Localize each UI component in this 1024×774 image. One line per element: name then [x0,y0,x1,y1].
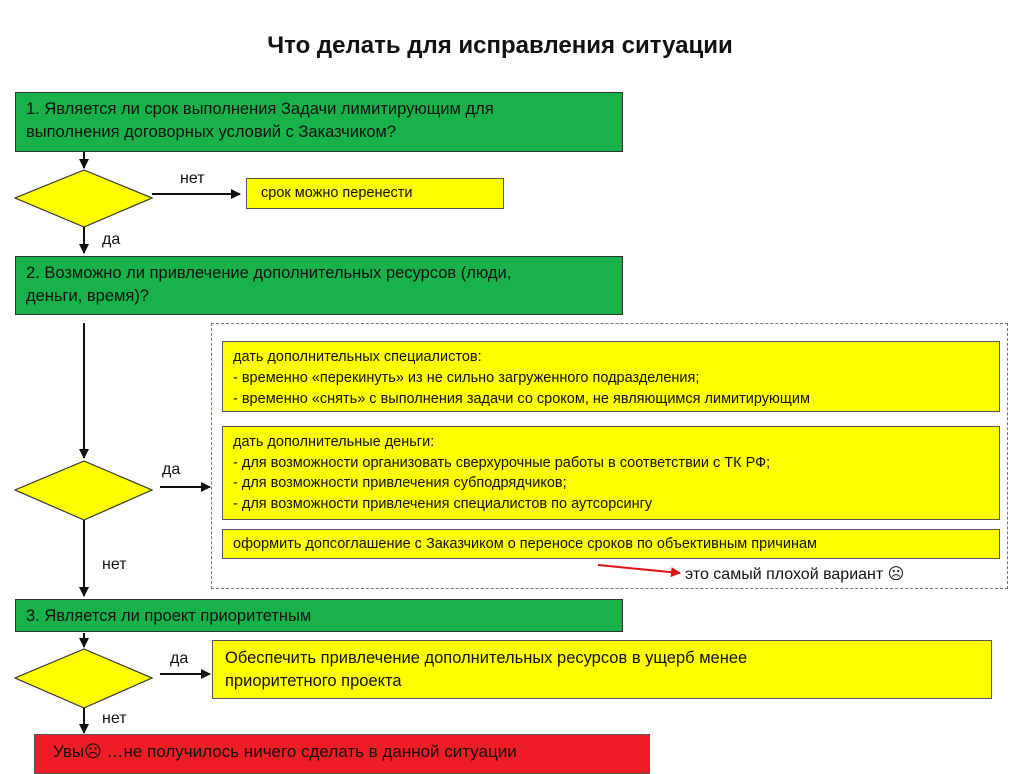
q1-yes-label: да [102,231,121,248]
option-money-line-2: - для возможности организовать сверхуроч… [233,454,771,471]
q1-no-action-text: срок можно перенести [261,185,413,201]
option-money-line-3: - для возможности привлечения субподрядч… [233,475,567,491]
question-3-text: 3. Является ли проект приоритетным [26,607,312,625]
question-1-line-2: выполнения договорных условий с Заказчик… [26,123,397,141]
option-money-line-4: - для возможности привлечения специалист… [233,495,653,512]
question-2-line-2: деньги, время)? [26,287,149,305]
question-2-line-1: 2. Возможно ли привлечение дополнительны… [26,264,512,282]
decision-diamond-1 [13,169,154,228]
final-fail-text: Увы☹ …не получилось ничего сделать в дан… [53,742,517,761]
option-specialists-line-2: - временно «перекинуть» из не сильно заг… [233,370,700,386]
q1-no-action-box: срок можно перенести [246,178,504,209]
decision-diamond-2 [13,460,154,521]
question-2-box: 2. Возможно ли привлечение дополнительны… [15,256,623,315]
q3-yes-label: да [170,650,189,667]
decision-diamond-3 [13,648,154,709]
q2-yes-label: да [162,461,181,478]
final-fail-box: Увы☹ …не получилось ничего сделать в дан… [34,734,650,774]
question-1-box: 1. Является ли срок выполнения Задачи ли… [15,92,623,152]
q2-option-agreement: оформить допсоглашение с Заказчиком о пе… [222,529,1000,559]
q1-no-label: нет [180,170,205,187]
question-3-box: 3. Является ли проект приоритетным [15,599,623,632]
worst-option-note: это самый плохой вариант ☹ [685,566,905,583]
q3-no-label: нет [102,710,127,727]
option-specialists-line-3: - временно «снять» с выполнения задачи с… [233,391,810,407]
q3-yes-action-line-2: приоритетного проекта [225,672,402,690]
option-specialists-line-1: дать дополнительных специалистов: [233,349,482,365]
q3-yes-action-box: Обеспечить привлечение дополнительных ре… [212,640,992,699]
question-1-line-1: 1. Является ли срок выполнения Задачи ли… [26,100,494,118]
q2-option-specialists: дать дополнительных специалистов: - врем… [222,341,1000,412]
option-money-line-1: дать дополнительные деньги: [233,434,435,450]
q3-yes-action-line-1: Обеспечить привлечение дополнительных ре… [225,649,748,667]
option-agreement-line-1: оформить допсоглашение с Заказчиком о пе… [233,536,817,552]
red-arrow-worst-note [597,564,681,578]
q2-option-money: дать дополнительные деньги: - для возмож… [222,426,1000,520]
q2-no-label: нет [102,556,127,573]
page-title: Что делать для исправления ситуации [267,32,733,59]
